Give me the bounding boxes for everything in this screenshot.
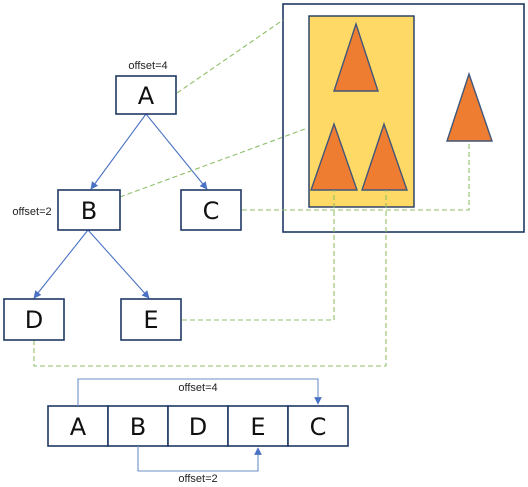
- node-b-label: B: [81, 197, 97, 225]
- edge-a-c: [145, 113, 208, 190]
- array-offset-arrow-top: [77, 378, 322, 406]
- edge-b-d: [33, 229, 89, 299]
- node-c-label: C: [203, 197, 220, 225]
- array-cell-4-label: C: [310, 413, 327, 441]
- node-e: E: [120, 298, 182, 341]
- array-cell-2-label: D: [189, 413, 207, 441]
- dash-a-frame: [176, 19, 284, 94]
- array: A B D E C: [47, 405, 349, 447]
- triangle-outside: [446, 71, 493, 142]
- triangle-top: [333, 21, 379, 92]
- array-cell-0-label: A: [70, 413, 87, 441]
- node-b-offset-label: offset=2: [12, 206, 51, 218]
- array-offset-arrow-bottom: [137, 446, 262, 472]
- edge-b-e: [87, 229, 150, 299]
- node-a: A: [115, 75, 177, 115]
- dash-b-region: [119, 128, 306, 198]
- node-a-offset-label: offset=4: [128, 60, 167, 72]
- array-cell-3-label: E: [250, 413, 265, 441]
- dash-c-triangle: [242, 141, 470, 211]
- dash-e-triangle: [182, 190, 335, 321]
- array-bottom-offset-label: offset=2: [178, 473, 217, 485]
- array-cell-4: [287, 405, 349, 447]
- triangle-lower-right: [361, 121, 408, 191]
- node-d: D: [3, 298, 65, 341]
- array-top-offset-label: offset=4: [178, 382, 217, 394]
- edge-a-b: [90, 113, 147, 190]
- node-c: C: [180, 189, 242, 231]
- node-d-label: D: [25, 306, 43, 334]
- array-cell-2: [167, 405, 229, 447]
- dash-d-triangle: [33, 190, 387, 367]
- node-a-label: A: [138, 82, 155, 110]
- array-cell-1-label: B: [130, 413, 146, 441]
- node-b: B: [57, 189, 121, 231]
- node-e-label: E: [143, 306, 158, 334]
